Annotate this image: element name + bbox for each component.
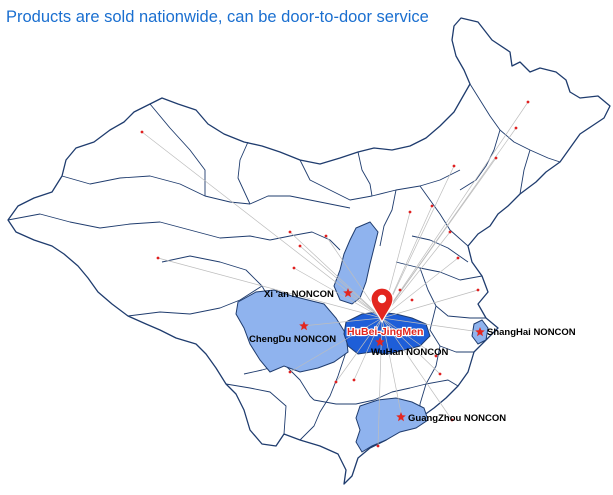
guangzhou-office-label: GuangZhou NONCON xyxy=(408,413,506,424)
city-dots xyxy=(140,100,530,448)
star-icon xyxy=(299,321,309,331)
chengdu-office-label: ChengDu NONCON xyxy=(249,334,336,345)
sichuan-region xyxy=(235,289,349,373)
distribution-routes xyxy=(141,101,529,447)
star-icon xyxy=(396,412,406,422)
china-outline xyxy=(7,17,611,485)
map-pin-icon xyxy=(370,287,394,324)
star-icon xyxy=(375,337,385,347)
star-icon xyxy=(343,288,353,298)
xian-office-label: Xi 'an NONCON xyxy=(264,289,334,300)
headline: Products are sold nationwide, can be doo… xyxy=(6,8,429,26)
hub-label: HuBei-JingMen xyxy=(347,326,423,338)
wuhan-office-label: WuHan NONCON xyxy=(371,347,449,358)
star-icon xyxy=(475,327,485,337)
office-stars xyxy=(299,288,485,422)
guangdong-region xyxy=(355,397,429,453)
shanghai-office-label: ShangHai NONCON xyxy=(487,327,576,338)
